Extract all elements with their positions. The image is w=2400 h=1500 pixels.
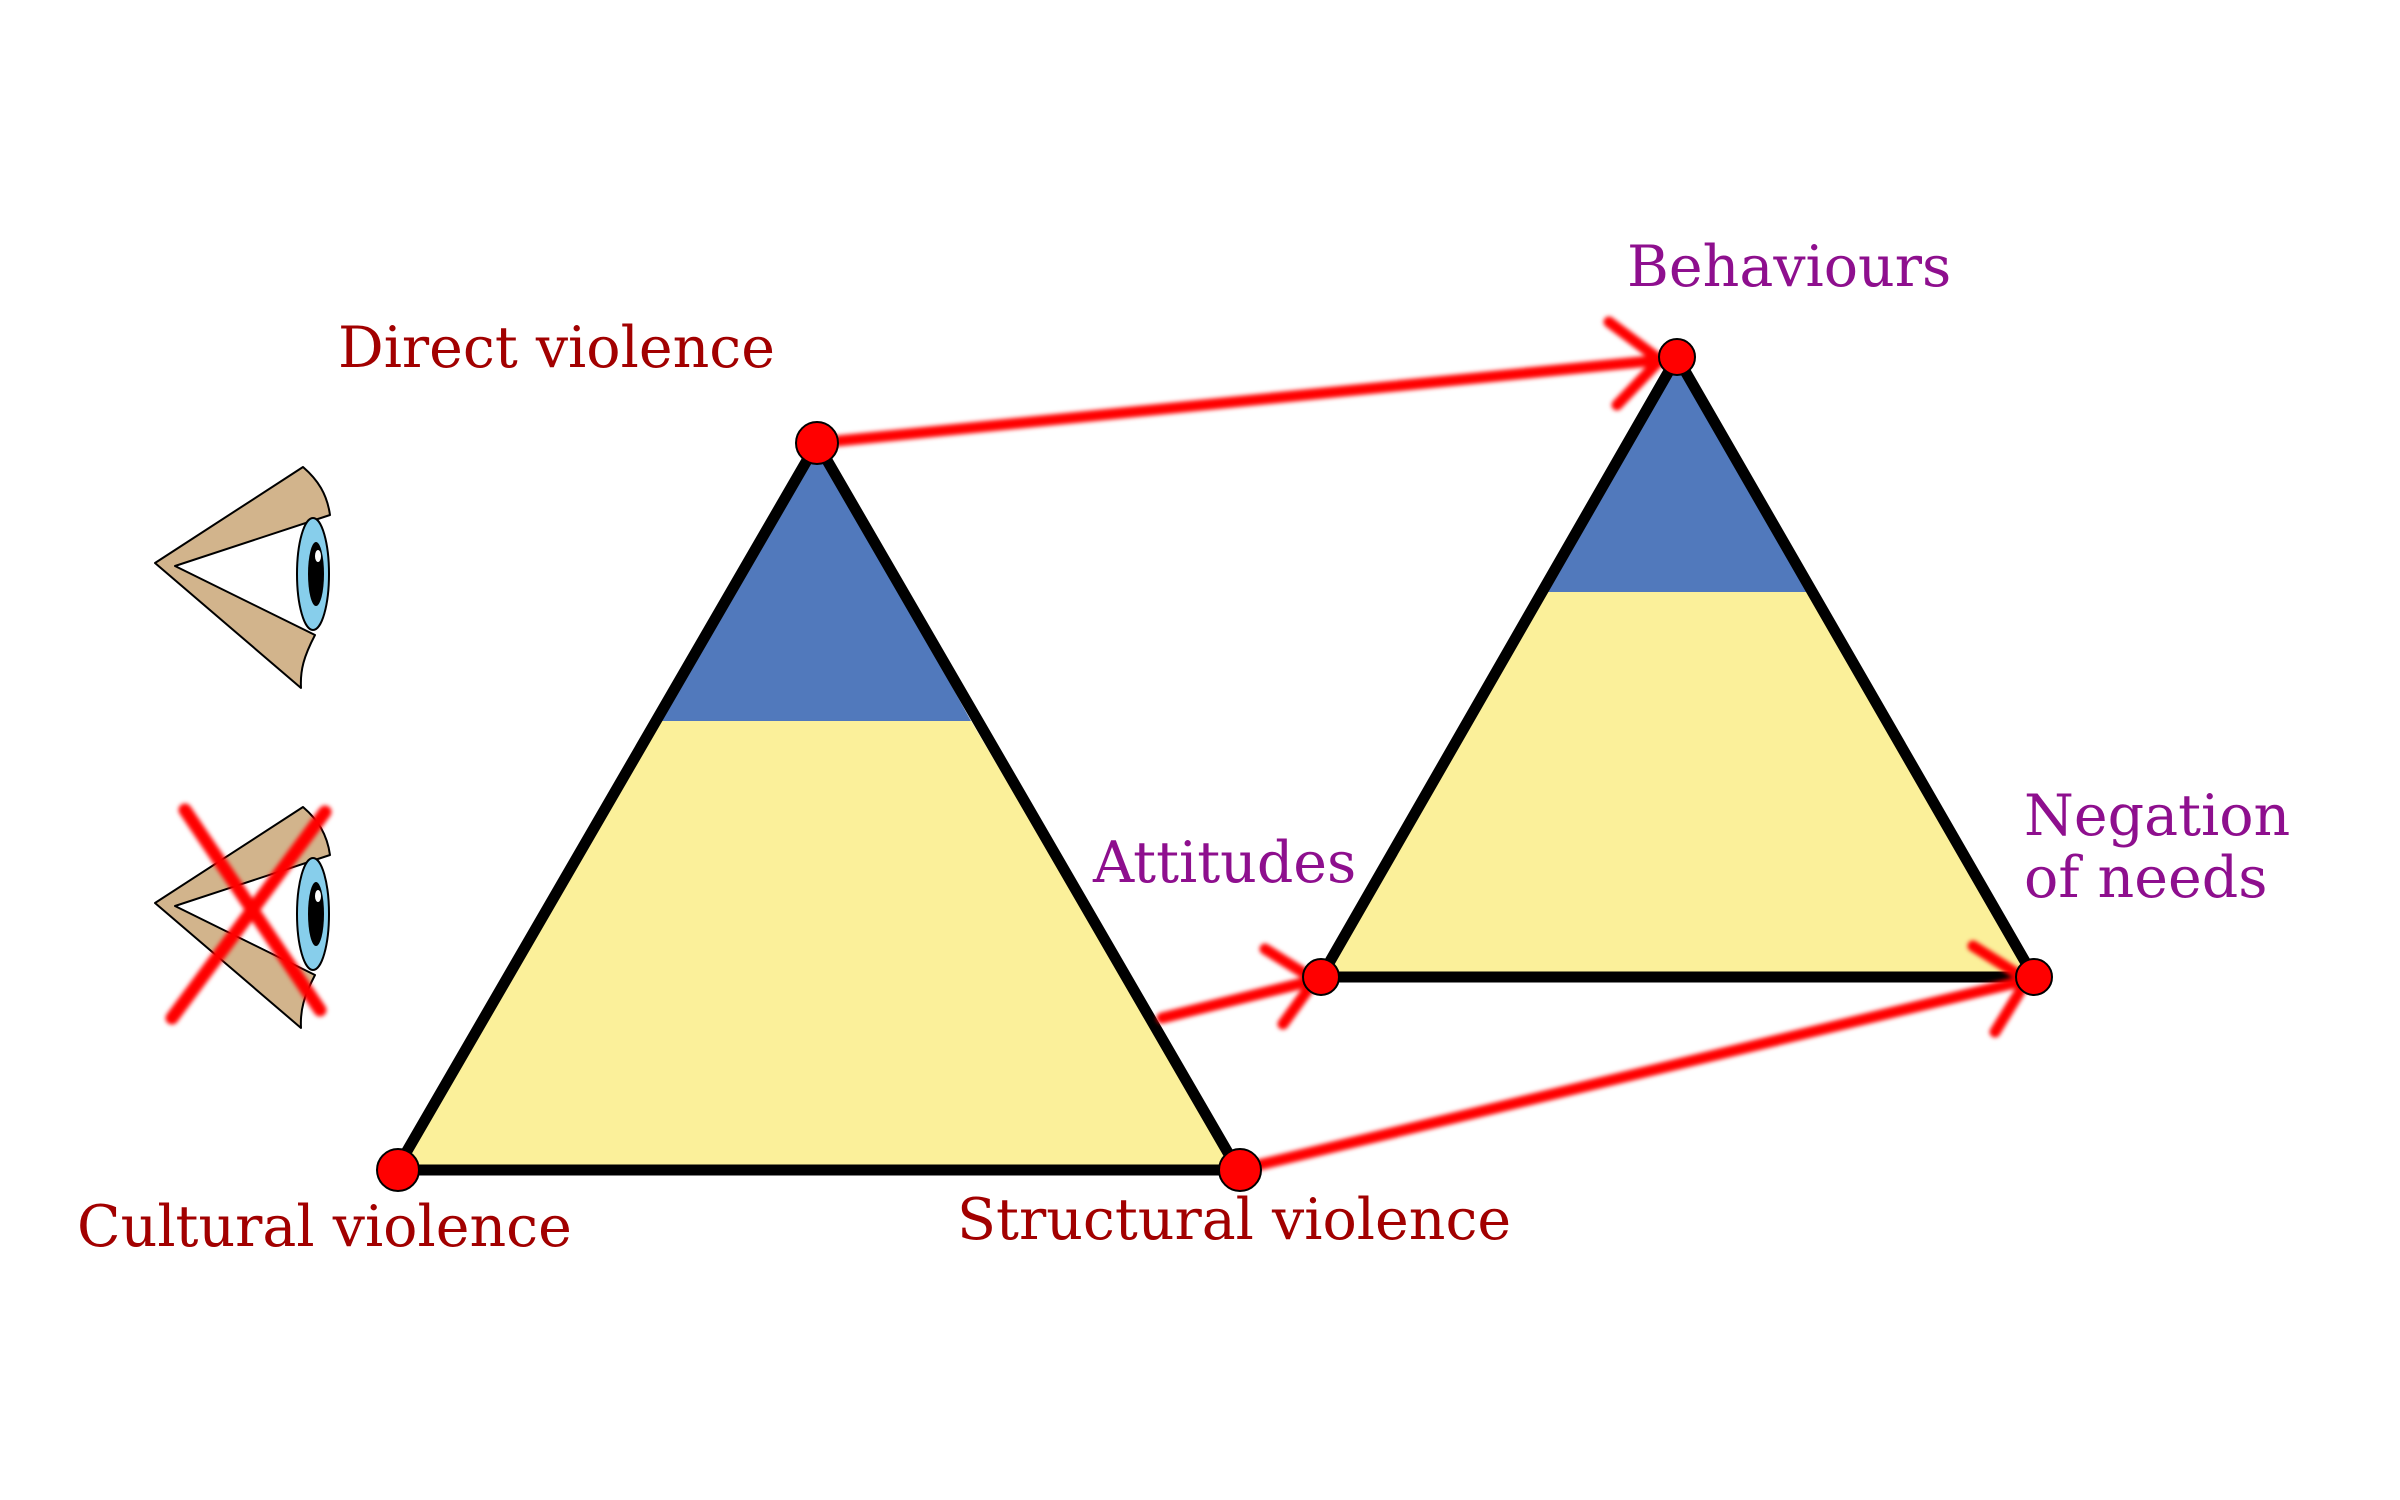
vertex-behaviours: [1658, 338, 1696, 376]
violence-triangle: [386, 432, 1248, 1176]
vertex-dots: [376, 338, 2053, 1192]
violence-hidden-part: [396, 721, 1238, 1170]
arrow-direct-to-behaviours: [811, 316, 1666, 449]
vertex-attitudes: [1302, 958, 1340, 996]
conflict-triangle-outline: [1311, 345, 2044, 983]
label-behaviours: Behaviours: [1627, 234, 1952, 300]
label-direct-violence: Direct violence: [338, 315, 775, 381]
vertex-structural-violence: [1218, 1148, 1262, 1192]
label-cultural-violence: Cultural violence: [77, 1194, 572, 1260]
label-negation-line2: of needs: [2024, 844, 2268, 911]
conflict-hidden-part: [1321, 592, 2034, 977]
violence-visible-part: [660, 443, 971, 721]
vertex-cultural-violence: [376, 1148, 420, 1192]
label-negation-of-needs: Negation of needs: [2024, 783, 2291, 911]
label-negation-line1: Negation: [2024, 783, 2291, 849]
label-attitudes: Attitudes: [1093, 830, 1357, 896]
arrow-structural-to-attitudes: [1156, 943, 1321, 1030]
vertex-direct-violence: [795, 421, 839, 465]
conflict-visible-part: [1545, 357, 1810, 592]
violence-triangle-outline: [386, 432, 1248, 1176]
vertex-negation-of-needs: [2015, 958, 2053, 996]
cross-mark: [165, 803, 332, 1025]
label-structural-violence: Structural violence: [957, 1187, 1512, 1253]
crossed-out-eye-icon: [154, 803, 332, 1029]
conflict-triangle: [1311, 345, 2044, 983]
eye-icon: [154, 466, 331, 689]
